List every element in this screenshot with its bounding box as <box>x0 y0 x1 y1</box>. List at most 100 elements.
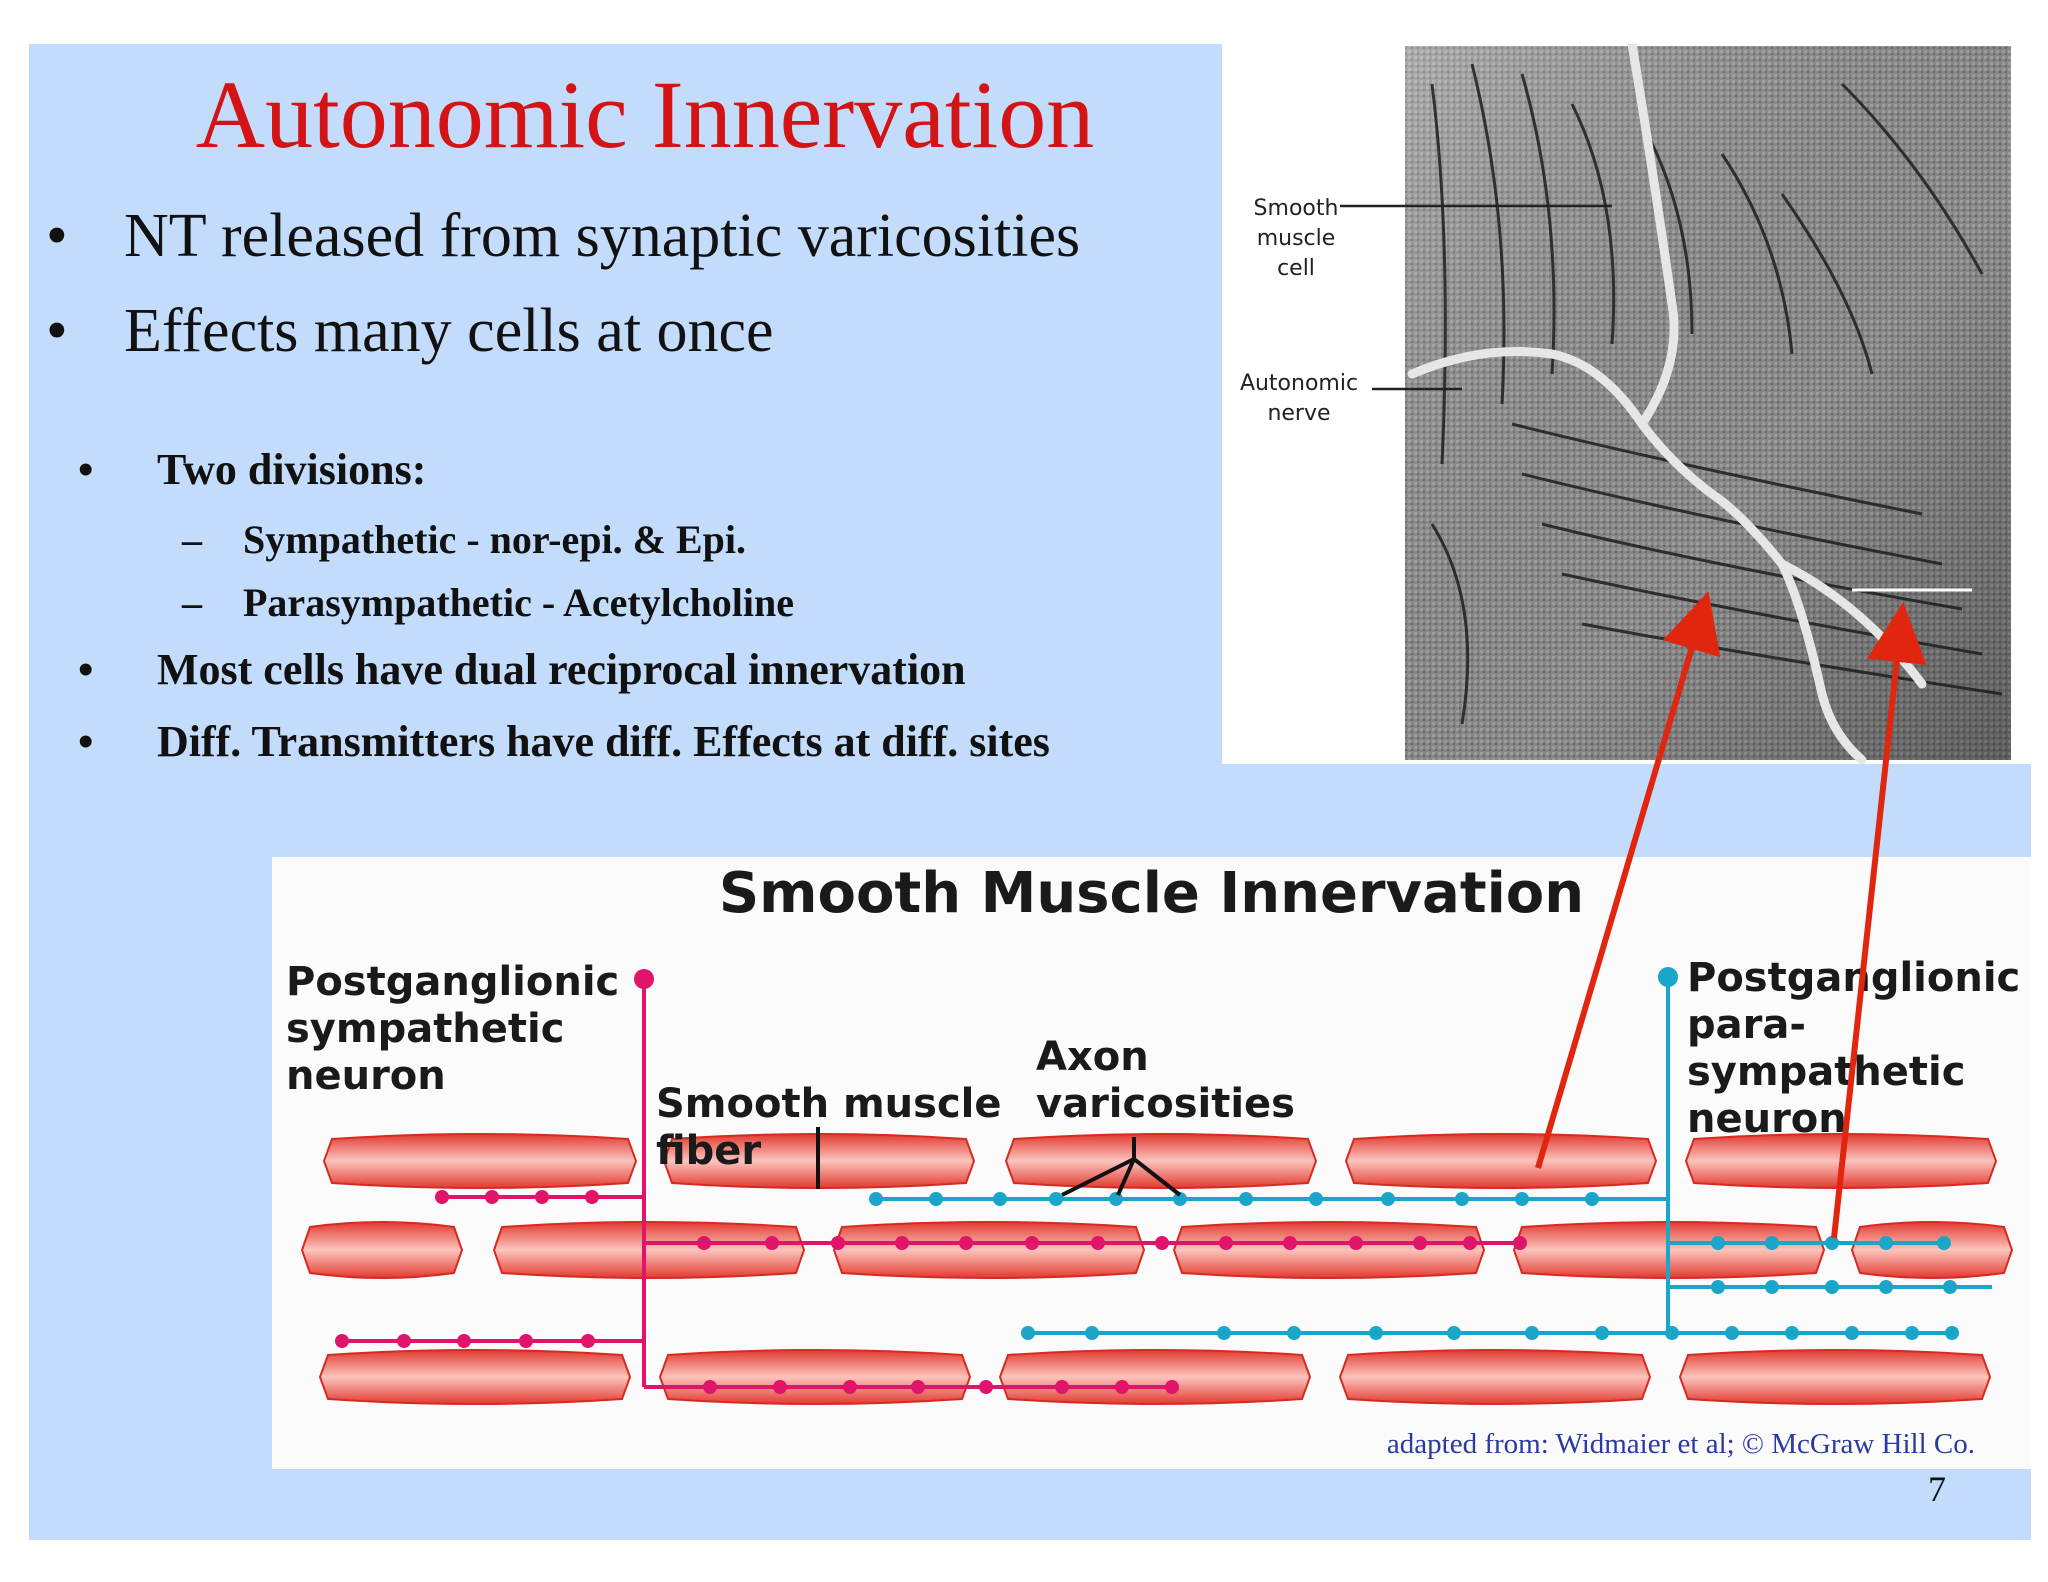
varicosity <box>1845 1326 1859 1340</box>
varicosity <box>1025 1236 1039 1250</box>
varicosity <box>457 1334 471 1348</box>
smooth-muscle-cell <box>318 1349 632 1405</box>
bullet-dual-innervation: Most cells have dual reciprocal innervat… <box>157 645 966 694</box>
smooth-muscle-cell <box>1344 1133 1658 1189</box>
varicosity <box>1825 1280 1839 1294</box>
dash-glyph: – <box>182 580 202 625</box>
varicosity <box>959 1236 973 1250</box>
label-line: Smooth <box>1253 196 1339 221</box>
label-line: varicosities <box>1036 1081 1295 1127</box>
smooth-muscle-cell <box>658 1349 972 1405</box>
smooth-muscle-cell <box>998 1349 1312 1405</box>
bullet-glyph: • <box>78 445 94 494</box>
varicosity-leader-line <box>1132 1157 1182 1197</box>
label-line: fiber <box>656 1128 762 1174</box>
smooth-muscle-cell <box>300 1221 464 1279</box>
varicosity <box>1239 1192 1253 1206</box>
varicosity <box>1825 1236 1839 1250</box>
label-line: sympathetic <box>286 1006 565 1052</box>
varicosity <box>1165 1380 1179 1394</box>
varicosity <box>1513 1236 1527 1250</box>
smooth-muscle-cell <box>1678 1349 1992 1405</box>
bullet-glyph: • <box>78 645 94 694</box>
varicosity <box>1219 1236 1233 1250</box>
label-line: sympathetic <box>1687 1049 1966 1095</box>
varicosity <box>703 1380 717 1394</box>
varicosity <box>1085 1326 1099 1340</box>
varicosity <box>1943 1280 1957 1294</box>
varicosity <box>1369 1326 1383 1340</box>
bullet-glyph: • <box>78 717 94 766</box>
smooth-muscle-cell <box>1338 1349 1652 1405</box>
varicosity <box>1765 1236 1779 1250</box>
micrograph-leader-lines <box>1340 204 1972 592</box>
varicosity <box>1091 1236 1105 1250</box>
label-smooth-muscle-fiber: Smooth muscle fiber <box>656 1081 1002 1175</box>
varicosity <box>1515 1192 1529 1206</box>
arrow-to-muscle-cell <box>1535 591 1721 1169</box>
varicosity <box>1595 1326 1609 1340</box>
varicosity <box>1447 1326 1461 1340</box>
divisions-heading: Two divisions: <box>157 445 427 494</box>
varicosity <box>1785 1326 1799 1340</box>
varicosity <box>397 1334 411 1348</box>
varicosity <box>1155 1236 1169 1250</box>
page-number: 7 <box>1928 1469 1946 1509</box>
varicosity <box>895 1236 909 1250</box>
varicosity <box>1725 1326 1739 1340</box>
smooth-muscle-cell <box>322 1133 638 1189</box>
label-line: neuron <box>1687 1096 1847 1142</box>
varicosity <box>869 1192 883 1206</box>
varicosity <box>911 1380 925 1394</box>
smooth-muscle-cell <box>1172 1221 1486 1279</box>
varicosity <box>1049 1192 1063 1206</box>
label-line: neuron <box>286 1053 446 1099</box>
dash-glyph: – <box>182 517 202 562</box>
varicosity <box>485 1190 499 1204</box>
label-sympathetic-neuron: Postganglionic sympathetic neuron <box>286 959 619 1100</box>
smooth-muscle-cell <box>492 1221 806 1279</box>
bullet-glyph: • <box>46 297 68 365</box>
varicosity <box>585 1190 599 1204</box>
varicosity <box>1937 1236 1951 1250</box>
varicosity <box>1585 1192 1599 1206</box>
smooth-muscle-cell <box>1850 1221 2014 1279</box>
diagram-credit: adapted from: Widmaier et al; © McGraw H… <box>1386 1428 1975 1460</box>
label-line: Autonomic <box>1239 371 1359 396</box>
varicosity-leader-line <box>1116 1158 1136 1196</box>
varicosity <box>1905 1326 1919 1340</box>
smooth-muscle-cell <box>1004 1133 1318 1189</box>
varicosity <box>1463 1236 1477 1250</box>
varicosity-leader-line <box>1061 1157 1135 1197</box>
bullet-text: NT released from synaptic varicosities <box>124 202 1081 270</box>
varicosity <box>1711 1280 1725 1294</box>
label-autonomic-nerve: Autonomic nerve <box>1224 369 1374 429</box>
varicosity <box>843 1380 857 1394</box>
varicosity <box>1173 1192 1187 1206</box>
varicosity <box>535 1190 549 1204</box>
varicosity <box>979 1380 993 1394</box>
varicosity <box>335 1334 349 1348</box>
varicosity <box>435 1190 449 1204</box>
varicosity <box>519 1334 533 1348</box>
varicosity <box>1381 1192 1395 1206</box>
varicosity <box>1945 1326 1959 1340</box>
label-line: Axon <box>1036 1034 1149 1080</box>
label-line: para- <box>1687 1002 1806 1048</box>
label-axon-varicosities: Axon varicosities <box>1036 1034 1295 1128</box>
varicosity <box>1455 1192 1469 1206</box>
varicosity <box>1349 1236 1363 1250</box>
varicosity <box>1711 1236 1725 1250</box>
label-line: muscle <box>1256 226 1336 251</box>
varicosity <box>1055 1380 1069 1394</box>
varicosity <box>1309 1192 1323 1206</box>
diagram-drawing <box>300 967 2014 1405</box>
varicosity <box>1413 1236 1427 1250</box>
varicosity <box>1665 1326 1679 1340</box>
varicosity <box>929 1192 943 1206</box>
varicosity <box>993 1192 1007 1206</box>
varicosity <box>765 1236 779 1250</box>
varicosity <box>1879 1236 1893 1250</box>
smooth-muscle-cell <box>832 1221 1146 1279</box>
varicosity <box>1525 1326 1539 1340</box>
